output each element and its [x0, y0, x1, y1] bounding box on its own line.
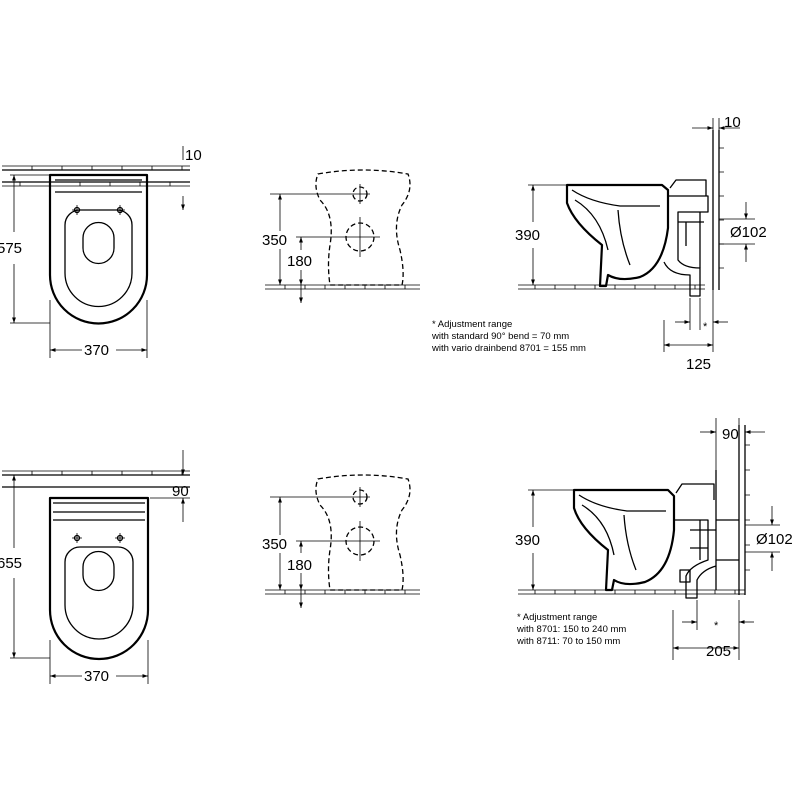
outlet-distance-label: 205: [706, 643, 731, 660]
seat-height-label: 390: [515, 227, 540, 244]
lower-height-label: 180: [287, 557, 312, 574]
bottom-plan-view: 90 655 370: [0, 450, 190, 685]
outlet-distance-label: 125: [686, 356, 711, 373]
wall-tiles: [2, 470, 190, 488]
wall: [712, 130, 720, 290]
upper-fixing-point-icon: [350, 487, 370, 507]
adjustment-note-line-2: with standard 90° bend = 70 mm: [431, 331, 569, 342]
upper-height-label: 350: [262, 232, 287, 249]
lower-height-label: 180: [287, 253, 312, 270]
bowl-silhouette-dashed: [315, 169, 411, 286]
side-wall-gap-label: 10: [724, 114, 741, 131]
adjustment-note-line-3: with 8711: 70 to 150 mm: [516, 636, 620, 647]
adjustment-asterisk: *: [703, 321, 708, 333]
top-front-view: 350 180: [262, 169, 420, 303]
wall-gap-label: 10: [185, 147, 202, 164]
seat-height-label: 390: [515, 532, 540, 549]
depth-label: 655: [0, 555, 22, 572]
seat-opening: [82, 550, 115, 592]
installation-frame: [715, 470, 739, 590]
bottom-side-view: 90 390 Ø102 * 205 * Adjustment range wit…: [515, 418, 793, 660]
seat-outline: [64, 209, 133, 308]
wall-gap-label: 90: [172, 483, 189, 500]
adjustment-note-line-1: * Adjustment range: [517, 612, 597, 623]
wall: [738, 425, 746, 595]
seat-outline: [64, 546, 134, 640]
adjustment-asterisk: *: [714, 620, 719, 632]
upper-height-label: 350: [262, 536, 287, 553]
upper-fixing-point-icon: [350, 184, 370, 204]
outlet-bend: [674, 519, 717, 599]
bottom-front-view: 350 180: [262, 474, 420, 608]
top-side-view: 10 390 Ø102 * 125 * Adjustment range wit…: [431, 114, 767, 373]
bowl-outline: [48, 173, 149, 325]
pipe-diameter-label: Ø102: [730, 224, 767, 241]
bowl-silhouette-dashed: [315, 474, 411, 591]
toilet-body: [565, 183, 670, 288]
width-label: 370: [84, 668, 109, 685]
pipe-diameter-label: Ø102: [756, 531, 793, 548]
fixing-hole-icon: [72, 205, 125, 215]
fixing-hole-icon: [72, 533, 125, 543]
wall-tiles: [2, 165, 190, 187]
width-label: 370: [84, 342, 109, 359]
seat-opening: [82, 221, 115, 265]
outlet-center-icon: [340, 521, 380, 561]
bowl-outline: [48, 496, 150, 661]
adjustment-note-line-1: * Adjustment range: [432, 319, 512, 330]
adjustment-note-line-3: with vario drainbend 8701 = 155 mm: [431, 343, 586, 354]
side-wall-gap-label: 90: [722, 426, 739, 443]
toilet-body: [572, 488, 676, 592]
adjustment-note-line-2: with 8701: 150 to 240 mm: [516, 624, 626, 635]
depth-label: 575: [0, 240, 22, 257]
outlet-center-icon: [340, 217, 380, 257]
top-plan-view: 10 575 370: [0, 146, 202, 359]
